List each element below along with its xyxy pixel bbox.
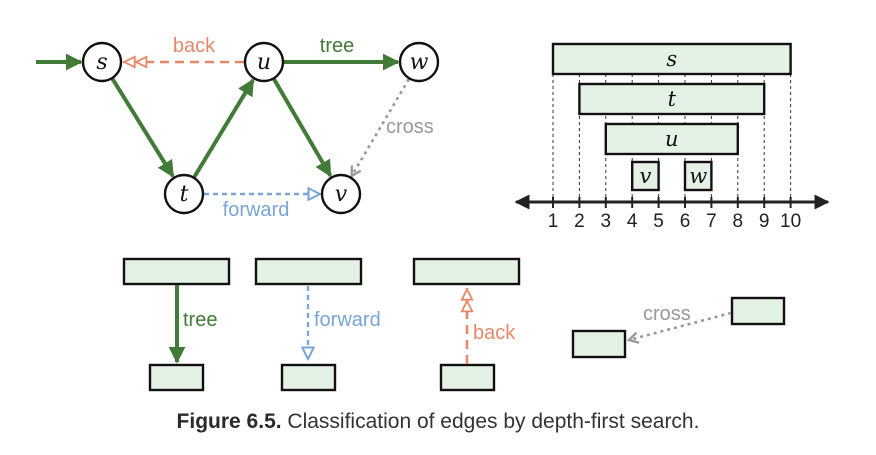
legend-back-label: back [473, 322, 516, 344]
legend-cross-label: cross [643, 303, 691, 325]
legend-forward-child-box [280, 363, 337, 392]
node-label-s: s [96, 50, 107, 75]
node-u [243, 41, 285, 83]
node-label-t: t [180, 182, 189, 207]
edge-label-back: back [173, 35, 216, 57]
node-label-v: v [335, 182, 348, 207]
axis-tick-label-8: 8 [733, 211, 744, 232]
interval-label-t: t [668, 87, 677, 111]
node-label-u: u [257, 50, 271, 75]
legend-cross-target-box [571, 329, 627, 359]
axis-tick-label-2: 2 [574, 211, 585, 232]
legend-back-ancestor-box [412, 257, 521, 286]
interval-bar-t [578, 82, 766, 116]
legend-back-descendant-box [439, 363, 496, 392]
axis-tick-label-10: 10 [780, 211, 801, 232]
node-t [163, 173, 205, 215]
caption-text: Classification of edges by depth-first s… [281, 410, 700, 433]
legend-tree-label: tree [183, 309, 217, 331]
legend-tree-parent-box [122, 257, 231, 286]
edge-u-v-tree [272, 78, 333, 178]
legend-tree-child-box [148, 363, 205, 392]
legend-cross-source-box [730, 296, 786, 326]
edge-label-cross: cross [386, 116, 434, 138]
legend-forward-label: forward [314, 309, 381, 331]
figure-number: Figure 6.5. [176, 410, 282, 433]
interval-bar-v [631, 160, 660, 192]
axis-tick-label-9: 9 [759, 211, 770, 232]
edge-t-u-tree [192, 78, 255, 178]
node-s [81, 41, 123, 83]
axis-tick-label-3: 3 [601, 211, 612, 232]
axis-tick-label-4: 4 [627, 211, 638, 232]
axis-tick-label-6: 6 [680, 211, 691, 232]
figure-caption: Figure 6.5. Classification of edges by d… [0, 410, 876, 434]
dfs-graph: back tree cross forward s u w t v [36, 35, 440, 221]
axis-tick-label-7: 7 [706, 211, 717, 232]
interval-label-w: w [689, 164, 707, 188]
interval-label-s: s [666, 47, 677, 71]
axis-tick-label-1: 1 [548, 211, 559, 232]
interval-bar-u [604, 122, 739, 156]
interval-label-u: u [665, 127, 679, 151]
node-v [320, 173, 362, 215]
legend-forward-parent-box [254, 257, 363, 286]
interval-bar-s [551, 42, 792, 76]
edge-label-tree: tree [320, 35, 354, 57]
node-w [398, 41, 440, 83]
axis-tick-label-5: 5 [653, 211, 664, 232]
edge-label-forward: forward [223, 199, 290, 221]
interval-label-v: v [639, 164, 651, 188]
edge-w-v-cross [350, 78, 410, 178]
edge-type-legend: tree forward back cross [122, 257, 786, 392]
interval-bar-w [683, 160, 713, 192]
edge-s-t-tree [110, 77, 175, 178]
node-label-w: w [410, 50, 429, 75]
